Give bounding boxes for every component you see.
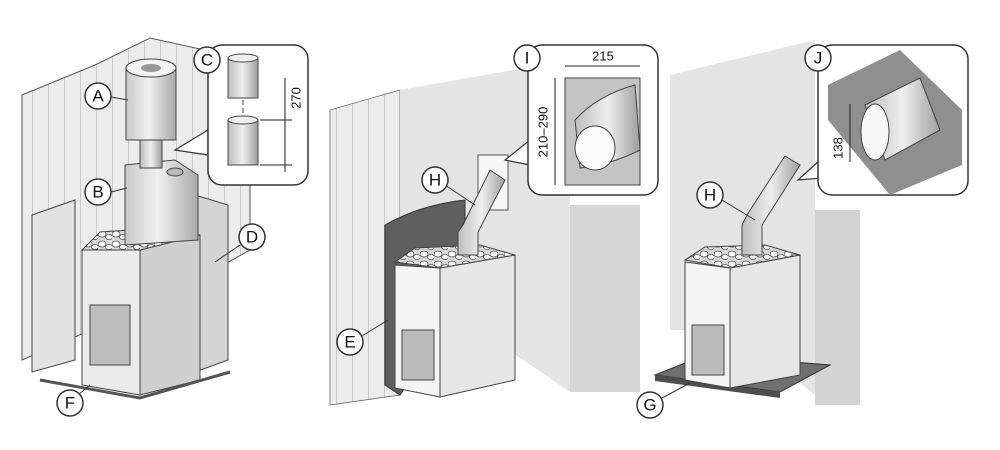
floor-plate-g-edge [655,375,780,398]
leader-g [661,382,691,399]
leader-e [361,319,389,337]
callout-a-circle [84,82,112,110]
inset-i-pipe-opening [574,125,616,171]
callout-j-circle [804,44,832,72]
callout-f-circle [56,389,84,417]
callout-c-circle [193,46,221,74]
inset-j: 138 [796,44,969,196]
callout-g-circle [636,391,664,419]
panel-3 [653,40,860,405]
rain-cover-hole [141,64,161,72]
dim-c-gap: 270 [289,87,304,109]
protection-panel-left [31,199,76,373]
leader-f [77,384,91,396]
leader-h-1 [444,184,476,206]
panel-2 [329,60,640,406]
callout-h-2: H [704,186,716,205]
callout-h-1: H [429,171,441,190]
callout-b: B [92,183,103,202]
callout-i: I [525,49,530,68]
stove-3-door [691,324,725,376]
callout-e-circle [336,328,364,356]
flue-pipe-h-1 [457,169,506,256]
callout-g: G [643,396,656,415]
callout-b-circle [84,178,112,206]
panel-1 [21,37,251,400]
dim-i-width: 215 [592,49,614,64]
inset-c: 270 [173,44,309,186]
inset-c-pipe-bottom [227,119,259,166]
stove-2-stones [393,244,516,269]
panel-3-wall-pillar [815,210,860,405]
callout-d-circle [238,223,266,251]
stove-1-door [89,304,131,366]
callout-i-circle [513,44,541,72]
inset-c-pipe-top [227,57,259,99]
inset-c-pipe-top-rim [227,53,259,63]
flue-pipe-h-2 [741,155,801,256]
rain-cover-a [125,67,177,141]
leader-d [214,244,241,263]
callout-c: C [201,51,213,70]
leader-b [110,187,128,193]
dim-j-diameter: 138 [831,137,846,159]
floor-rail-f [39,370,231,400]
inset-i: 215 210–290 [503,44,659,196]
callout-j: J [814,49,823,68]
leader-h-2 [721,199,756,221]
callout-h-2-circle [696,181,724,209]
dim-i-height: 210–290 [536,107,551,158]
inset-c-pipe-bottom-rim [227,115,259,125]
water-tank-b [124,159,199,246]
stove-2-door [401,329,435,381]
callout-h-1-circle [421,166,449,194]
inset-j-collar-opening [860,103,890,161]
leader-a [110,96,129,101]
panel-2-wall-pillar [570,205,640,392]
water-tank-cap [166,167,184,177]
callout-f: F [65,394,75,413]
callout-d: D [246,228,258,247]
stove-1-side [139,234,201,396]
stove-3-stones [683,244,801,269]
callouts: A B C D F E H I H J G [56,44,832,419]
callout-e: E [344,333,355,352]
callout-a: A [92,87,104,106]
stove-2-side [439,254,516,398]
stove-3-side [729,254,801,389]
